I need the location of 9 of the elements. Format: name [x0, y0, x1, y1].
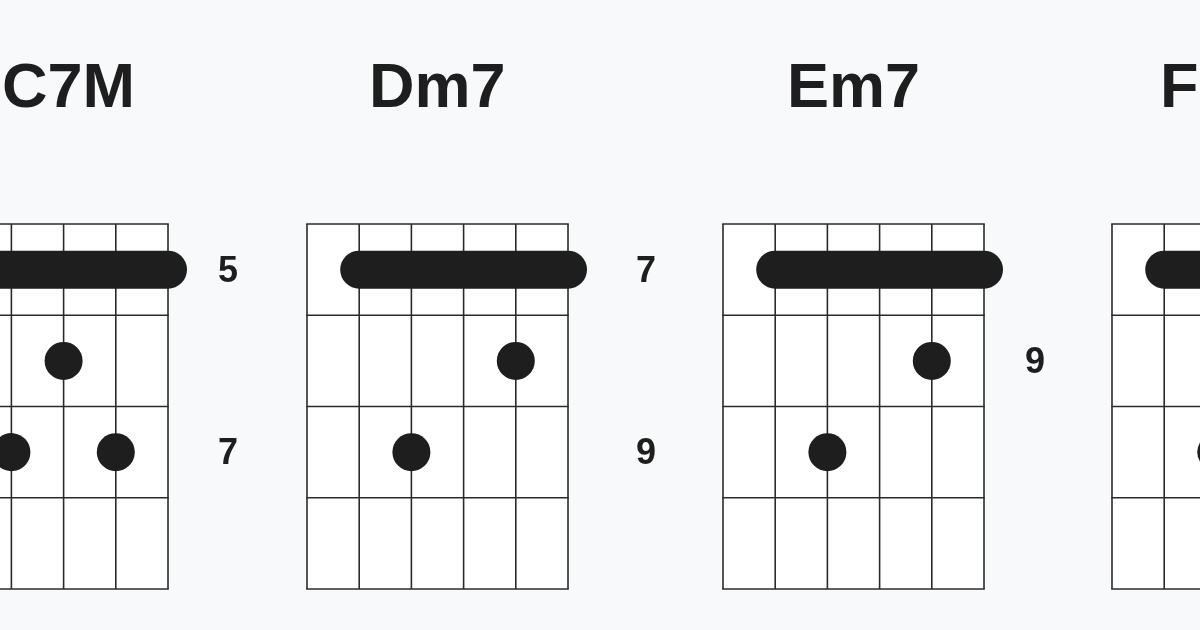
- fret-number: 7: [218, 434, 239, 471]
- chord-name: F: [1160, 54, 1199, 117]
- fret-number: 9: [636, 434, 657, 471]
- chord-name: Em7: [787, 54, 921, 117]
- chord-name: C7M: [2, 54, 135, 117]
- fret-number: 7: [636, 252, 657, 288]
- fret-number: 5: [218, 252, 239, 288]
- fret-number: 9: [1025, 343, 1046, 380]
- chord-name: Dm7: [369, 54, 506, 117]
